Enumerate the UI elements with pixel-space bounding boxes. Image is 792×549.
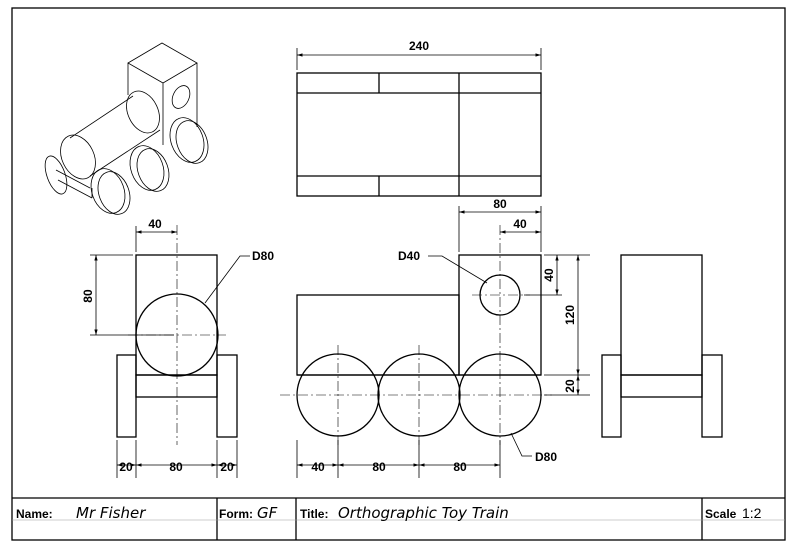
dim-side-offset: 40 xyxy=(148,217,162,231)
title-value: Orthographic Toy Train xyxy=(338,504,509,522)
form-label: Form: xyxy=(219,507,253,521)
name-label: Name: xyxy=(16,507,53,521)
scale-label: Scale xyxy=(705,507,737,521)
dim-side-bottom-2: 80 xyxy=(169,460,183,474)
dim-cab-width: 80 xyxy=(493,197,507,211)
scale-value: 1:2 xyxy=(742,505,762,521)
dim-front-bottom-2: 80 xyxy=(372,460,386,474)
dim-side-bottom-1: 20 xyxy=(119,460,133,474)
dim-front-bottom-3: 80 xyxy=(453,460,467,474)
dim-front-bottom-1: 40 xyxy=(311,460,325,474)
dim-side-height: 80 xyxy=(81,289,95,303)
isometric-view xyxy=(44,42,209,215)
side-view-left: 40 80 D80 20 80 20 xyxy=(81,217,274,478)
dim-side-bottom-3: 20 xyxy=(220,460,234,474)
title-label: Title: xyxy=(300,507,328,521)
dim-hole-diameter: D40 xyxy=(398,249,420,263)
dim-hole-offset: 40 xyxy=(513,217,527,231)
side-view-right xyxy=(601,254,723,438)
top-view: 240 xyxy=(296,39,542,197)
dim-hole-height: 40 xyxy=(542,268,556,282)
drawing-border xyxy=(11,7,786,541)
dim-wheel-diameter: D80 xyxy=(535,450,557,464)
dim-cab-height: 120 xyxy=(563,305,577,325)
form-value: GF xyxy=(257,504,278,522)
dim-top-width: 240 xyxy=(409,39,429,53)
name-value: Mr Fisher xyxy=(76,504,146,522)
title-block: Name: Mr Fisher Form: GF Title: Orthogra… xyxy=(12,497,785,540)
front-view: 80 40 40 120 20 D40 D80 40 80 80 xyxy=(280,197,590,478)
dim-side-circle: D80 xyxy=(252,249,274,263)
dim-chassis-height: 20 xyxy=(563,379,577,393)
